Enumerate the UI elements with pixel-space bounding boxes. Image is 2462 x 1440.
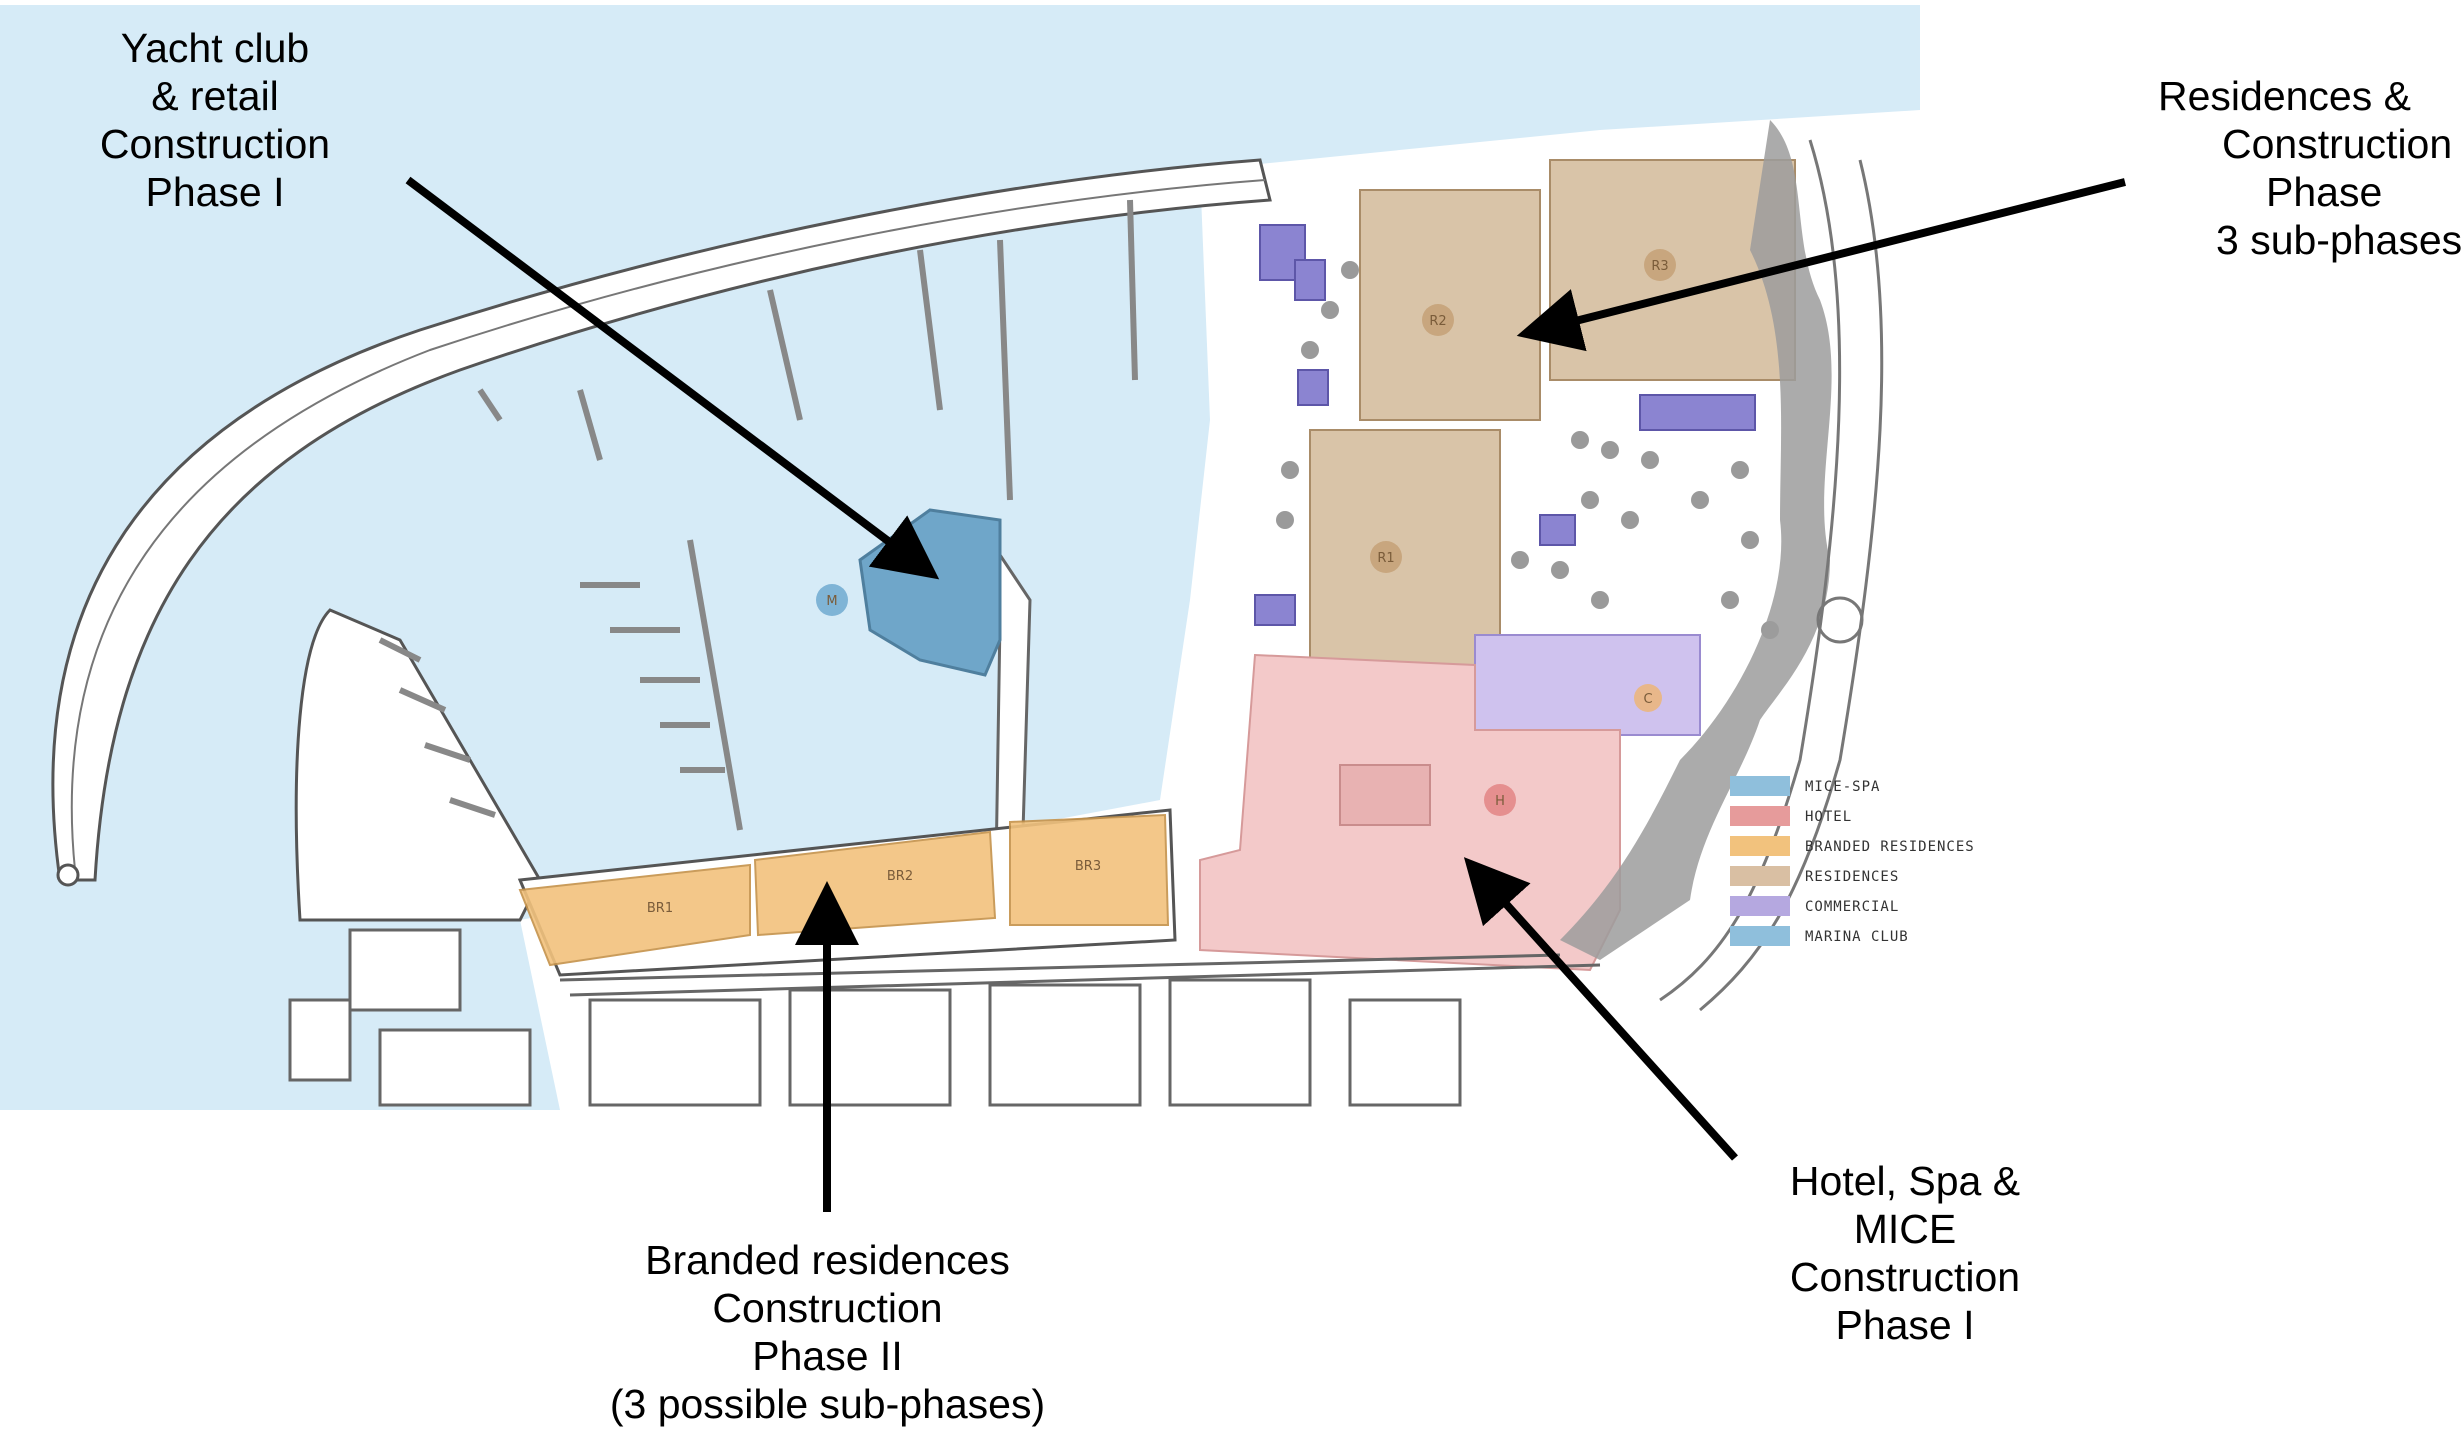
breakwater	[51, 158, 1272, 882]
hotel-pool	[1339, 764, 1431, 826]
breakwater-tip	[56, 863, 80, 887]
callout-hotel-line-4: Phase I	[1835, 1302, 1975, 1348]
callout-branded-line-4: (3 possible sub-phases)	[609, 1381, 1046, 1427]
callout-branded-line-1: Branded residences	[645, 1237, 1010, 1283]
masterplan-map: M BR1 BR2 BR3 R2 R1 R3 C H	[0, 0, 2400, 1440]
legend-swatch-6	[1730, 926, 1790, 946]
r1-marker	[1370, 541, 1402, 573]
legend-label-2: HOTEL	[1805, 809, 1852, 825]
callout-branded-line-3: Phase II	[752, 1333, 903, 1379]
callout-yacht-club-line-2: & retail	[151, 73, 279, 119]
hotel-tag: H	[1495, 794, 1505, 809]
legend-swatch-5	[1730, 896, 1790, 916]
callout-yacht-club-line-3: Construction	[99, 121, 331, 167]
callout-hotel-line-3: Construction	[1789, 1254, 2021, 1300]
r3-tag: R3	[1651, 259, 1668, 274]
mice-spa-blocks	[1254, 224, 1756, 626]
callout-residences-line-2: Construction	[2222, 121, 2453, 167]
callout-residences-line-3: Phase	[2266, 169, 2383, 215]
commercial-tag: C	[1643, 692, 1652, 707]
br2-tag: BR2	[887, 869, 913, 884]
arrow-residences	[1516, 178, 2126, 352]
pontoons	[378, 199, 1138, 831]
r3-marker	[1644, 249, 1676, 281]
callout-branded-line-2: Construction	[712, 1285, 943, 1331]
callout-residences: Residences & Construction Phase 3 sub-ph…	[2150, 72, 2462, 264]
trees	[1276, 261, 1779, 639]
callout-yacht-club: Yacht club & retail Construction Phase I	[70, 24, 360, 216]
legend: MICE-SPA HOTEL BRANDED RESIDENCES RESIDE…	[1730, 776, 1975, 946]
town-blocks	[288, 928, 1462, 1107]
rocky-coastline	[1560, 120, 1832, 960]
residences-r1	[1309, 429, 1501, 666]
r2-marker	[1422, 304, 1454, 336]
arrow-hotel	[1463, 857, 1738, 1161]
callout-hotel-line-1: Hotel, Spa &	[1789, 1158, 2021, 1204]
legend-label-3: BRANDED RESIDENCES	[1805, 839, 1975, 855]
residences-r2	[1359, 189, 1541, 421]
legend-label-6: MARINA CLUB	[1805, 929, 1909, 945]
r1-tag: R1	[1377, 551, 1394, 566]
br1-tag: BR1	[647, 901, 673, 916]
legend-label-4: RESIDENCES	[1805, 869, 1899, 885]
arrow-yacht-club	[405, 176, 940, 580]
main-road-edge	[569, 963, 1601, 997]
land-right	[1920, 0, 2400, 1440]
commercial-block	[1474, 634, 1701, 736]
br3-tag: BR3	[1075, 859, 1101, 874]
hotel-marker	[1484, 784, 1516, 816]
branded-residences-3	[1009, 813, 1170, 926]
r2-tag: R2	[1429, 314, 1446, 329]
legend-swatch-1	[1730, 776, 1790, 796]
marina-club-marker	[816, 584, 848, 616]
main-road	[559, 953, 1561, 982]
callout-hotel-line-2: MICE	[1853, 1206, 1957, 1252]
marina-club-tag: M	[826, 594, 837, 609]
callout-residences-line-1: Residences &	[2158, 73, 2411, 119]
legend-label-1: MICE-SPA	[1805, 779, 1880, 795]
legend-swatch-3	[1730, 836, 1790, 856]
callout-residences-line-4: 3 sub-phases	[2216, 217, 2462, 263]
callout-yacht-club-line-1: Yacht club	[120, 25, 310, 71]
callout-yacht-club-line-4: Phase I	[145, 169, 285, 215]
breakwater-inner-line	[70, 179, 1266, 871]
commercial-marker	[1634, 684, 1662, 712]
callout-branded: Branded residences Construction Phase II…	[560, 1236, 1095, 1428]
callout-hotel: Hotel, Spa & MICE Construction Phase I	[1755, 1157, 2055, 1349]
legend-label-5: COMMERCIAL	[1805, 899, 1899, 915]
legend-swatch-4	[1730, 866, 1790, 886]
west-pier	[294, 608, 542, 922]
branded-residences-1	[518, 863, 751, 967]
legend-swatch-2	[1730, 806, 1790, 826]
